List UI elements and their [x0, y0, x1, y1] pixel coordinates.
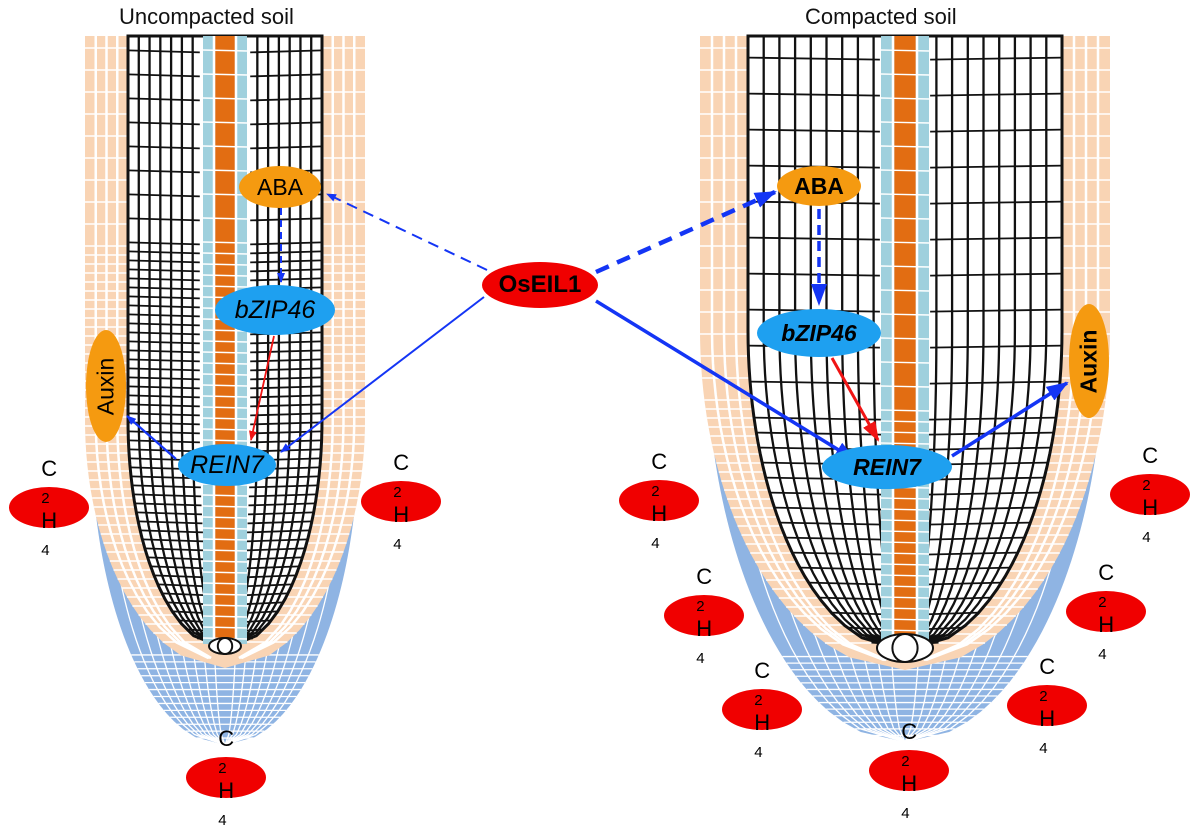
ethylene-sub: 2	[41, 489, 50, 507]
signaling-arrows	[126, 189, 1069, 462]
ethylene-sub: 2	[1098, 593, 1107, 611]
node-aba-right-label: ABA	[794, 172, 844, 199]
node-bzip46-right: bZIP46	[757, 309, 881, 357]
arrow-rein7-to-auxin-right	[951, 381, 1069, 458]
node-oseil1-label: OsEIL1	[498, 271, 582, 298]
ethylene-h: H	[218, 777, 234, 803]
ethylene-h: H	[901, 770, 917, 796]
ethylene-h: H	[1039, 705, 1055, 731]
stele	[215, 36, 235, 642]
ethylene-h: H	[1098, 611, 1114, 637]
arrow-oseil1-to-aba-right	[595, 189, 777, 275]
node-rein7-left: REIN7	[178, 444, 276, 486]
arrow-bzip46-to-rein7-right	[830, 357, 880, 442]
arrow-oseil1-to-rein7-right	[595, 299, 857, 462]
node-bzip46-left: bZIP46	[215, 285, 335, 335]
arrow-oseil1-to-rein7-left	[280, 296, 485, 453]
ethylene-sub: 2	[651, 482, 660, 500]
ethylene-sub: 4	[1142, 528, 1151, 546]
ethylene-c: C	[696, 563, 712, 589]
ethylene-sub: 4	[393, 535, 402, 553]
ethylene-c: C	[901, 718, 917, 744]
node-bzip46-right-label: bZIP46	[781, 319, 857, 346]
node-rein7-right: REIN7	[822, 445, 952, 489]
ethylene-sub: 4	[41, 541, 50, 559]
compacted-root	[700, 34, 1110, 743]
ethylene-c: C	[218, 725, 234, 751]
node-auxin-left: Auxin	[86, 330, 126, 442]
ethylene-sub: 4	[1098, 645, 1107, 663]
ethylene-sub: 2	[696, 597, 705, 615]
ethylene-sub: 2	[1142, 476, 1151, 494]
stele	[894, 36, 916, 644]
ethylene-c: C	[1142, 442, 1158, 468]
ethylene-h: H	[754, 709, 770, 735]
panel-title-compacted: Compacted soil	[805, 4, 957, 29]
ethylene-h: H	[41, 507, 57, 533]
node-rein7-right-label: REIN7	[853, 453, 921, 480]
ethylene-sub: 2	[754, 691, 763, 709]
ethylene-sub: 4	[754, 743, 763, 761]
ethylene-h: H	[1142, 494, 1158, 520]
node-aba-left-label: ABA	[256, 173, 304, 200]
ethylene-c: C	[651, 448, 667, 474]
node-aba-left: ABA	[239, 166, 321, 208]
ethylene-sub: 4	[218, 811, 227, 829]
arrow-oseil1-to-aba-left	[326, 193, 488, 271]
node-oseil1: OsEIL1	[482, 262, 598, 308]
ethylene-sub: 4	[696, 649, 705, 667]
ethylene-sub: 4	[901, 804, 910, 822]
arrow-bzip46-to-rein7-left	[249, 335, 275, 441]
arrow-rein7-to-auxin-left	[126, 415, 177, 460]
ethylene-c: C	[1098, 559, 1114, 585]
uncompacted-root	[85, 34, 365, 746]
ethylene-sub: 2	[393, 483, 402, 501]
ethylene-sub: 4	[651, 534, 660, 552]
node-bzip46-left-label: bZIP46	[234, 295, 316, 324]
panel-title-uncompacted: Uncompacted soil	[119, 4, 294, 29]
node-aba-right: ABA	[777, 166, 861, 206]
ethylene-h: H	[696, 615, 712, 641]
ethylene-h: H	[393, 501, 409, 527]
ethylene-sub: 4	[1039, 739, 1048, 757]
ethylene-sub: 2	[1039, 687, 1048, 705]
ethylene-c: C	[754, 657, 770, 683]
node-auxin-right-label: Auxin	[1075, 329, 1102, 393]
ethylene-sub: 2	[901, 752, 910, 770]
ethylene-sub: 2	[218, 759, 227, 777]
ethylene-h: H	[651, 500, 667, 526]
ethylene-c: C	[393, 449, 409, 475]
node-auxin-right: Auxin	[1069, 304, 1109, 418]
node-rein7-left-label: REIN7	[190, 450, 264, 479]
ethylene-c: C	[1039, 653, 1055, 679]
node-auxin-left-label: Auxin	[92, 357, 119, 415]
ethylene-c: C	[41, 455, 57, 481]
